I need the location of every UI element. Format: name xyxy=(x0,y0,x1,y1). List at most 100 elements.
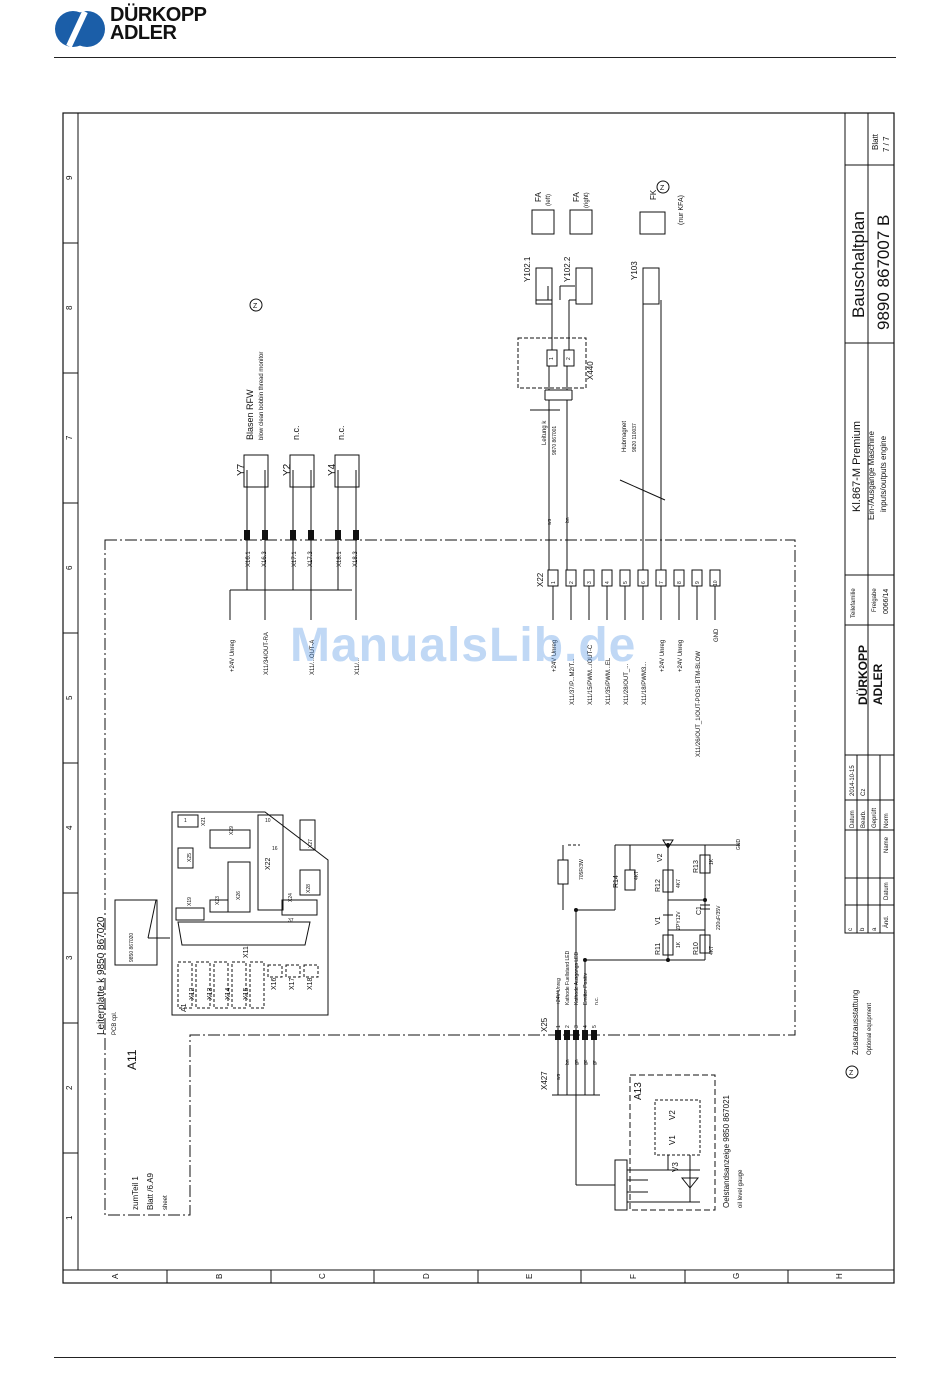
x25-sig-1: +24V Unreg xyxy=(556,978,562,1005)
x440-p2: 2 xyxy=(566,357,572,360)
x25-sig-3: Kathode Ausgangs LED xyxy=(574,952,580,1005)
y4-sig: X11/... xyxy=(355,658,361,675)
fk-ref: FK xyxy=(649,189,658,200)
cable1-label: Leitung k xyxy=(542,420,548,445)
wire-gn-2: gn xyxy=(574,1059,580,1065)
optional-marker-top: Z xyxy=(249,298,263,312)
pcb-drawing: A1 X11 X12 X13 X14 X15 X16 X17 X18 X19 X… xyxy=(171,811,329,1016)
fa-left-ref: FA xyxy=(534,192,543,202)
valve-labels: Y7 Blasen RFW blow clean bobbin thread m… xyxy=(230,352,361,675)
pcb-x18: X18 xyxy=(307,977,314,990)
x22-sig-5: X11/28/OUT_... xyxy=(624,663,630,705)
a13-gauge xyxy=(614,1099,701,1211)
pcb-x13: X13 xyxy=(207,987,214,1000)
fa-right-ref: FA xyxy=(572,192,581,202)
x440-p1: 1 xyxy=(549,357,555,360)
y102-2-ref: Y102.2 xyxy=(563,256,572,282)
col-label-5: 5 xyxy=(65,695,74,700)
watermark: ManualsLib.de xyxy=(290,619,637,672)
col-label-9: 9 xyxy=(65,175,74,180)
column-labels: 1 2 3 4 5 6 7 8 9 xyxy=(65,175,74,1220)
pcb-pin37: 37 xyxy=(288,918,294,924)
optional-marker-fk: Z xyxy=(656,180,670,194)
x427-ref: X427 xyxy=(540,1071,549,1090)
pcb-x12: X12 xyxy=(189,987,196,1000)
a13-boundary xyxy=(629,1074,716,1211)
y7-sig: X11/34/OUT-RA xyxy=(264,632,270,675)
wire-bn-2: bn xyxy=(565,1059,571,1065)
pcb-x28: X28 xyxy=(306,884,312,893)
tb-brand2: ADLER xyxy=(871,663,885,705)
tb-brand1: DÜRKOPP xyxy=(855,645,870,705)
y4-note: n.c. xyxy=(336,425,346,440)
x25-sig-2: Kathode Fuellstand LED xyxy=(565,950,571,1005)
duerkopp-adler-logo-icon xyxy=(55,10,105,48)
y7-pin-a: X16.1 xyxy=(246,551,252,567)
datum2-label: Datum xyxy=(884,882,890,900)
desc-de: Ein-/Ausgänge Maschine xyxy=(867,431,876,520)
x25-sig-5: n.c. xyxy=(594,997,600,1005)
row-ticks xyxy=(166,1270,789,1283)
rev-b: b xyxy=(860,927,866,931)
fa-right-side: (right) xyxy=(584,192,590,208)
x22-pin-5: 5 xyxy=(623,581,629,584)
x22-sig-1: +24V Unreg xyxy=(552,640,558,672)
title-block xyxy=(844,112,895,934)
pcb-x11: X11 xyxy=(243,946,250,958)
r13-ref: R13 xyxy=(693,860,700,873)
aend-label: Änd. xyxy=(883,915,890,928)
x25-pins xyxy=(555,843,707,1040)
y7-ref: Y7 xyxy=(236,463,247,476)
x440-and-valves xyxy=(517,209,666,390)
column-ticks xyxy=(63,242,78,1154)
pcb-part-box: 9850 867020 xyxy=(114,899,170,966)
row-label-C: C xyxy=(318,1273,327,1279)
lower-labels: X25 X427 1 2 3 4 5 +24V Unreg Kathode Fu… xyxy=(540,839,742,1091)
sheet-label: Blatt xyxy=(871,133,880,150)
pcb-x15: X15 xyxy=(243,987,250,1000)
y2-pin-a: X17.1 xyxy=(292,551,298,567)
row-label-G: G xyxy=(732,1273,741,1279)
pcb-x26: X26 xyxy=(236,891,242,900)
col-label-2: 2 xyxy=(65,1085,74,1090)
col-label-7: 7 xyxy=(65,435,74,440)
date-value: 2014-10-15 xyxy=(850,765,856,796)
pcb-x27: X27 xyxy=(308,839,314,848)
pcb-ref: A11 xyxy=(125,1049,139,1070)
optional-en: Optional equipment xyxy=(867,1003,873,1055)
x22-pin-7: 7 xyxy=(659,581,665,584)
v2-ref: V2 xyxy=(657,853,664,862)
x22-sig-9: X11/26/OUT_1/OUT-POS1-BTM-BLOW xyxy=(696,651,702,757)
valve-supply: +24V Unreg xyxy=(230,640,236,672)
name-label: Name xyxy=(884,836,890,853)
x25-pin-3: 3 xyxy=(574,1025,580,1028)
y4-ref: Y4 xyxy=(327,463,338,476)
x22-pin-4: 4 xyxy=(605,581,611,584)
release-label: Freigabe xyxy=(872,588,878,612)
r10-val: 4K7 xyxy=(709,946,715,955)
tothe-line2: Blatt /6.A9 xyxy=(146,1173,155,1210)
y2-pin-b: X17.3 xyxy=(308,551,314,567)
y7-note-en: blow clean bobbin thread monitor xyxy=(259,352,265,440)
x22-pin-3: 3 xyxy=(587,581,593,584)
x25-ref: X25 xyxy=(540,1017,549,1032)
brand-line2: ADLER xyxy=(110,22,177,44)
x22-sig-4: X11/35/PWM...EL xyxy=(606,657,612,705)
pcb-x19: X19 xyxy=(187,897,193,906)
x22-connector xyxy=(530,300,721,620)
tothe-line1: zumTeil 1 xyxy=(131,1176,140,1210)
brand-line1: DÜRKOPP xyxy=(110,4,207,26)
optional-legend-symbol: Z xyxy=(849,1070,854,1077)
r11-ref: R11 xyxy=(655,943,662,955)
valve-pins xyxy=(244,530,359,540)
x22-pin-9: 9 xyxy=(695,581,701,584)
norm-label: Norm xyxy=(884,813,890,828)
hub-label: Hubmagnet xyxy=(622,421,628,452)
r14-val: 4K7 xyxy=(634,871,640,880)
pcb-x17: X17 xyxy=(289,977,296,990)
pcb-x29: X29 xyxy=(229,826,235,835)
y4-pin-a: X18.1 xyxy=(337,551,343,567)
x22-sig-7: +24V Unreg xyxy=(660,640,666,672)
pcb-a1: A1 xyxy=(181,1003,188,1012)
pcb-part: 9850 867020 xyxy=(129,933,135,962)
